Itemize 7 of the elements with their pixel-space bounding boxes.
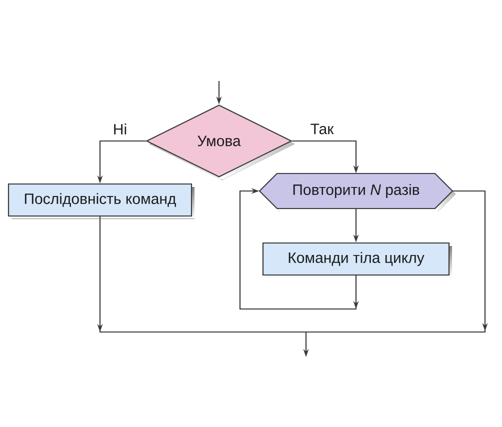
arrow bbox=[306, 190, 488, 333]
process-box: Послідовність команд bbox=[8, 183, 194, 219]
arrow bbox=[239, 188, 359, 310]
edge-label: Ні bbox=[112, 122, 128, 136]
edge-label: Так bbox=[309, 122, 335, 136]
loop-hexagon: Повторити N разів bbox=[258, 172, 456, 212]
process-box: Команди тіла циклу bbox=[262, 242, 452, 278]
